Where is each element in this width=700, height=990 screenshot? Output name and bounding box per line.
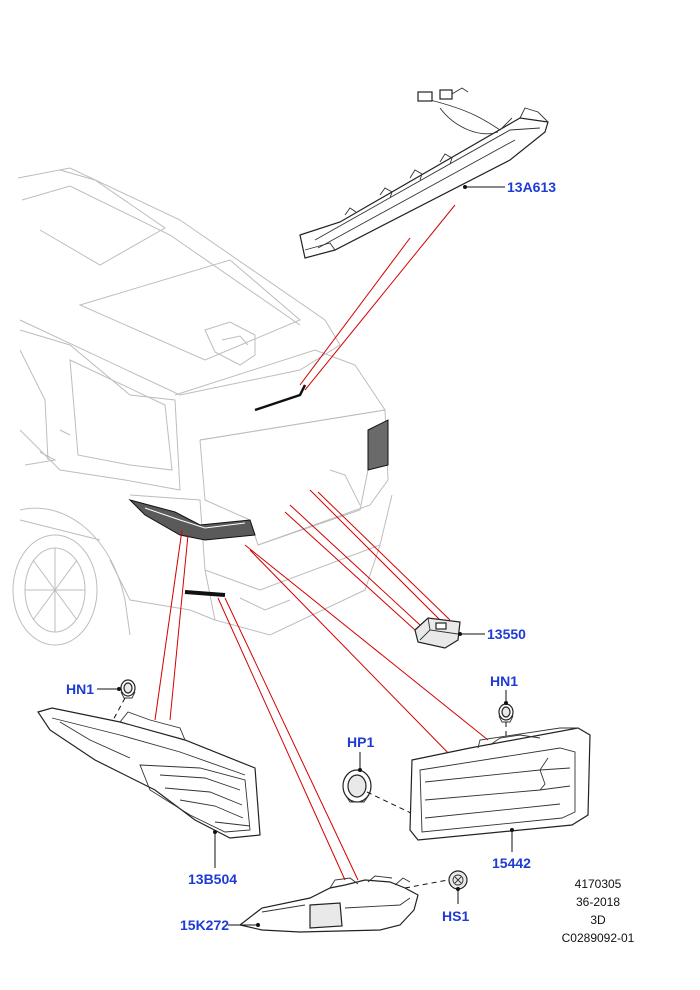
reference-code: C0289092-01 bbox=[562, 931, 635, 945]
vehicle-rear-outline bbox=[12, 167, 393, 646]
callout-13A613[interactable]: 13A613 bbox=[507, 179, 556, 195]
date-code: 36-2018 bbox=[576, 895, 620, 909]
callout-13550[interactable]: 13550 bbox=[487, 626, 526, 642]
tail-lamp-body[interactable] bbox=[37, 707, 261, 839]
plug[interactable] bbox=[342, 769, 372, 803]
drawing-info: 4170305 36-2018 3D C0289092-01 bbox=[562, 877, 635, 945]
location-lines bbox=[154, 204, 489, 881]
callout-HN1-right[interactable]: HN1 bbox=[490, 673, 518, 689]
callout-15442[interactable]: 15442 bbox=[492, 855, 531, 871]
nut-right[interactable] bbox=[498, 703, 514, 723]
view-type: 3D bbox=[590, 913, 606, 927]
vehicle-lamp-positions bbox=[128, 384, 389, 597]
drawing-number: 4170305 bbox=[575, 877, 622, 891]
licence-plate-lamp[interactable] bbox=[414, 617, 461, 649]
callout-15K272[interactable]: 15K272 bbox=[180, 917, 229, 933]
nut-left[interactable] bbox=[120, 679, 136, 699]
callout-HN1-left[interactable]: HN1 bbox=[66, 681, 94, 697]
reflector-lamp[interactable] bbox=[238, 875, 419, 933]
callout-HP1[interactable]: HP1 bbox=[347, 734, 374, 750]
high-mounted-stop-lamp[interactable] bbox=[299, 87, 549, 259]
screw[interactable] bbox=[448, 870, 468, 890]
callout-13B504[interactable]: 13B504 bbox=[188, 871, 237, 887]
tail-lamp-tailgate[interactable] bbox=[409, 727, 591, 841]
callout-HS1[interactable]: HS1 bbox=[442, 908, 469, 924]
